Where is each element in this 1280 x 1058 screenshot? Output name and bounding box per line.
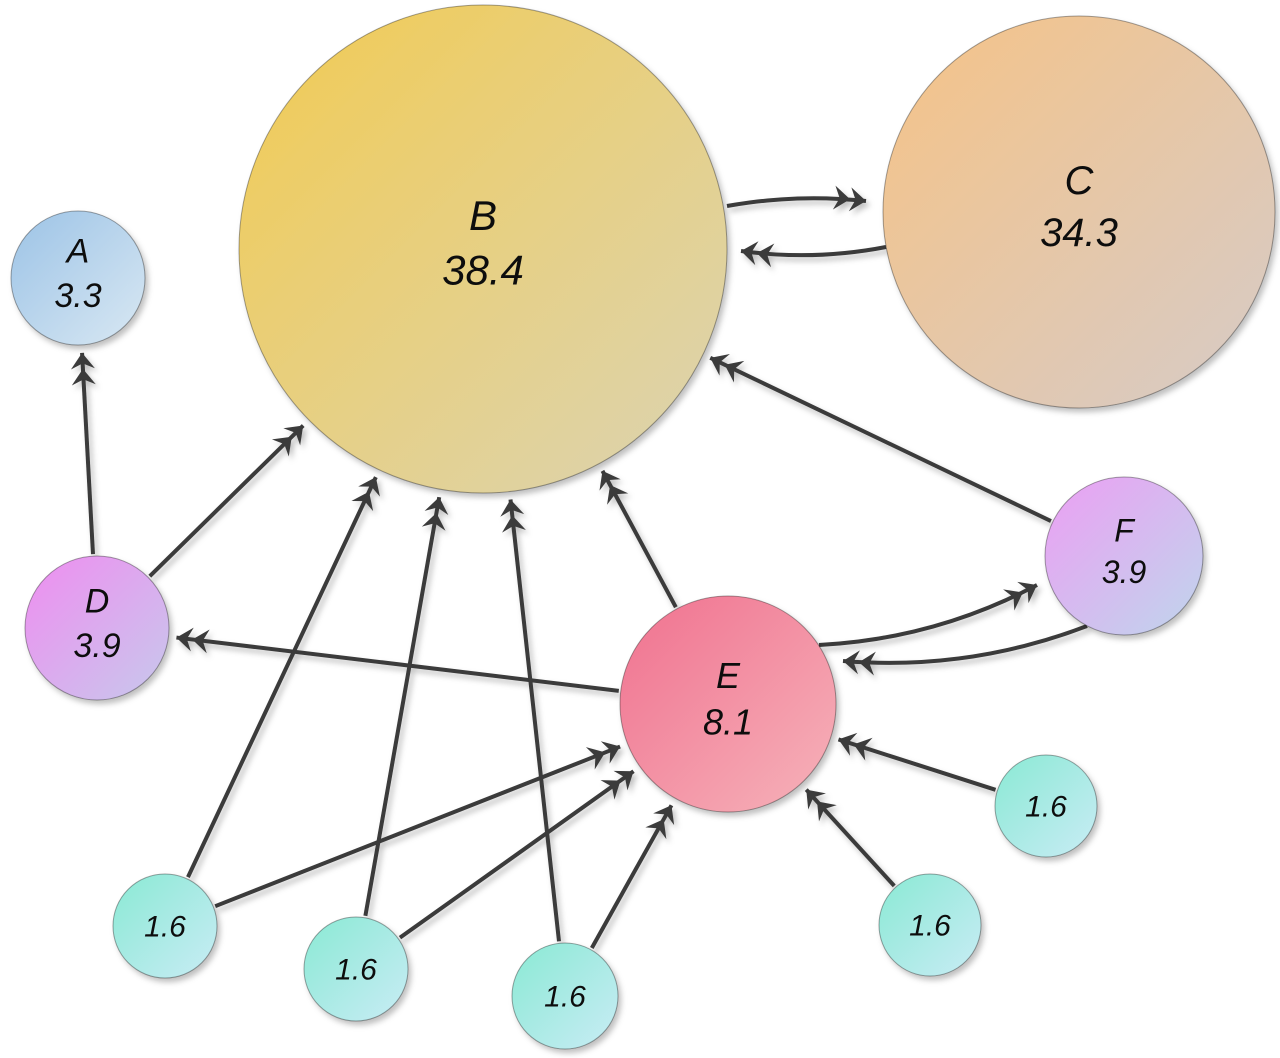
node-circle-G3 <box>511 942 619 1050</box>
node-E: E 8.1 <box>619 595 837 813</box>
node-label-B: B <box>469 192 497 239</box>
node-circle-G5 <box>994 754 1098 858</box>
node-circle-G4 <box>878 873 982 977</box>
node-value-C: 34.3 <box>1040 211 1118 255</box>
node-G4: 1.6 <box>878 873 982 977</box>
node-D: D 3.9 <box>24 555 170 701</box>
edge-E-D <box>176 627 620 693</box>
edges-layer <box>70 185 1088 949</box>
node-G3: 1.6 <box>511 942 619 1050</box>
node-value-G2: 1.6 <box>335 954 377 987</box>
node-G5: 1.6 <box>994 754 1098 858</box>
node-label-A: A <box>65 233 90 271</box>
node-value-D: 3.9 <box>73 627 120 665</box>
node-label-F: F <box>1114 513 1136 549</box>
node-F: F 3.9 <box>1044 476 1204 636</box>
edge-E-B <box>599 469 678 609</box>
edge-G1-E <box>214 741 621 909</box>
edge-D-B <box>148 424 305 578</box>
node-value-B: 38.4 <box>442 247 524 294</box>
node-circle-C <box>882 15 1276 409</box>
node-circle-B <box>238 4 728 494</box>
edge-C-B <box>740 241 887 268</box>
node-label-D: D <box>85 583 110 621</box>
node-value-G3: 1.6 <box>544 981 586 1014</box>
node-circle-G1 <box>112 873 218 979</box>
node-C: C 34.3 <box>882 15 1276 409</box>
edge-B-C <box>726 185 867 212</box>
edge-D-A <box>70 352 96 555</box>
node-value-A: 3.3 <box>54 277 101 315</box>
node-value-G5: 1.6 <box>1025 791 1067 824</box>
edge-E-F <box>818 581 1038 647</box>
edge-G4-E <box>804 788 896 888</box>
edge-G3-E <box>590 804 675 949</box>
edge-G5-E <box>837 732 997 792</box>
node-G2: 1.6 <box>303 916 409 1022</box>
node-circle-A <box>10 210 146 346</box>
edge-F-E <box>842 624 1088 676</box>
node-value-G4: 1.6 <box>909 910 951 943</box>
node-circle-E <box>619 595 837 813</box>
node-G1: 1.6 <box>112 873 218 979</box>
node-value-E: 8.1 <box>703 702 753 743</box>
node-circle-G2 <box>303 916 409 1022</box>
node-B: B 38.4 <box>238 4 728 494</box>
edge-G2-B <box>363 496 449 917</box>
node-circle-D <box>24 555 170 701</box>
node-A: A 3.3 <box>10 210 146 346</box>
node-label-C: C <box>1065 159 1095 203</box>
edge-G3-B <box>500 499 561 942</box>
edge-G1-B <box>186 476 380 878</box>
nodes-layer: A 3.3 B 38.4 C 34.3D 3.9E 8.1 F 3.9 1.6 1.6 1.6 1.6 1.… <box>10 4 1276 1050</box>
node-circle-F <box>1044 476 1204 636</box>
edge-G2-E <box>398 769 635 940</box>
edge-F-B <box>709 353 1052 523</box>
node-value-G1: 1.6 <box>144 911 186 944</box>
node-label-E: E <box>716 655 741 696</box>
node-value-F: 3.9 <box>1102 554 1147 590</box>
